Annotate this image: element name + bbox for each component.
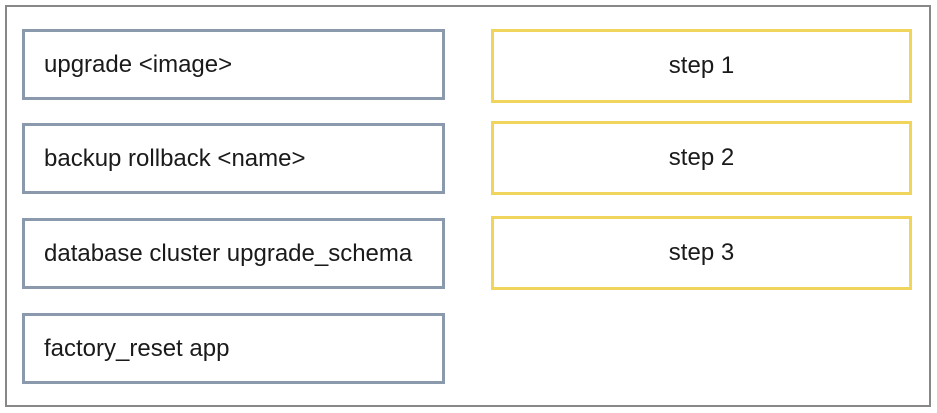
step-label: step 1: [668, 52, 735, 80]
drag-item-factory-reset-app[interactable]: factory_reset app: [22, 313, 445, 384]
command-label: factory_reset app: [44, 334, 230, 362]
drag-item-upgrade-image[interactable]: upgrade <image>: [22, 29, 445, 100]
command-label: backup rollback <name>: [44, 144, 306, 172]
drop-target-step-2[interactable]: step 2: [491, 121, 912, 195]
command-label: database cluster upgrade_schema: [44, 239, 413, 267]
command-label: upgrade <image>: [44, 50, 233, 78]
drag-item-database-cluster-upgrade-schema[interactable]: database cluster upgrade_schema: [22, 218, 445, 289]
step-label: step 3: [668, 239, 735, 267]
drop-target-step-3[interactable]: step 3: [491, 216, 912, 290]
drop-target-step-1[interactable]: step 1: [491, 29, 912, 103]
step-label: step 2: [668, 144, 735, 172]
drag-item-backup-rollback[interactable]: backup rollback <name>: [22, 123, 445, 194]
